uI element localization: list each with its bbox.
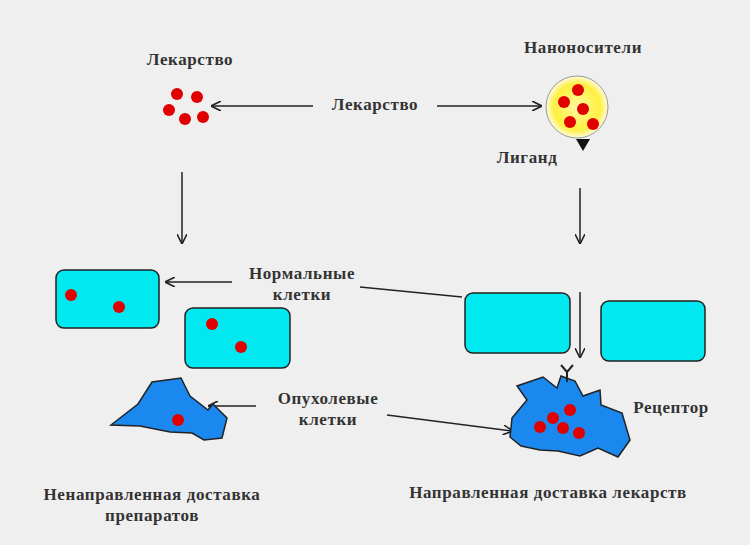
normal-cells-label: Нормальные клетки [232,263,372,306]
drug-dot [65,289,77,301]
arrow [387,415,512,431]
ligand-label: Лиганд [497,147,558,168]
tumor-cell [510,376,630,457]
tumor-cells-label: Опухолевые клетки [258,388,398,431]
arrow [181,172,183,243]
drug-dot [191,91,203,103]
normal-cell [185,308,290,368]
caption-untargeted: Ненаправленная доставка препаратов [6,484,298,527]
drug-dot [558,96,570,108]
drug-dot [564,404,576,416]
drug-dot [171,88,183,100]
drug-cluster: Лекарство [140,50,240,134]
tumor-cell [111,378,227,440]
drug-dot [564,116,576,128]
node-heading: Наноносители [515,38,651,58]
drug-dot [573,427,585,439]
drug-label: Лекарство [332,94,418,115]
drug-dot [572,84,584,96]
drug-dot [587,118,599,130]
drug-dot [172,414,184,426]
drug-dot [113,301,125,313]
drug-dot [206,318,218,330]
drug-dot [163,104,175,116]
node-heading: Лекарство [140,50,240,70]
caption-targeted: Направленная доставка лекарств [409,482,687,503]
arrow [166,281,232,283]
receptor-label: Рецептор [633,397,709,418]
drug-dot [179,113,191,125]
arrow [212,105,313,107]
ligand-symbol [576,139,590,151]
drug-dot [577,103,589,115]
arrow [579,292,581,357]
drug-dot [557,422,569,434]
drug-dot [235,341,247,353]
drug-dot [197,111,209,123]
leader-line [360,287,462,297]
normal-cell [56,270,159,328]
drug-dot [534,421,546,433]
drug-dot [547,412,559,424]
arrow [437,105,541,107]
nanocarrier-shell [546,76,608,138]
arrow [579,188,581,243]
receptor-symbol [561,365,573,382]
normal-cell [601,301,705,361]
nanocarrier: Наноносители [515,38,651,158]
normal-cell [465,293,570,353]
